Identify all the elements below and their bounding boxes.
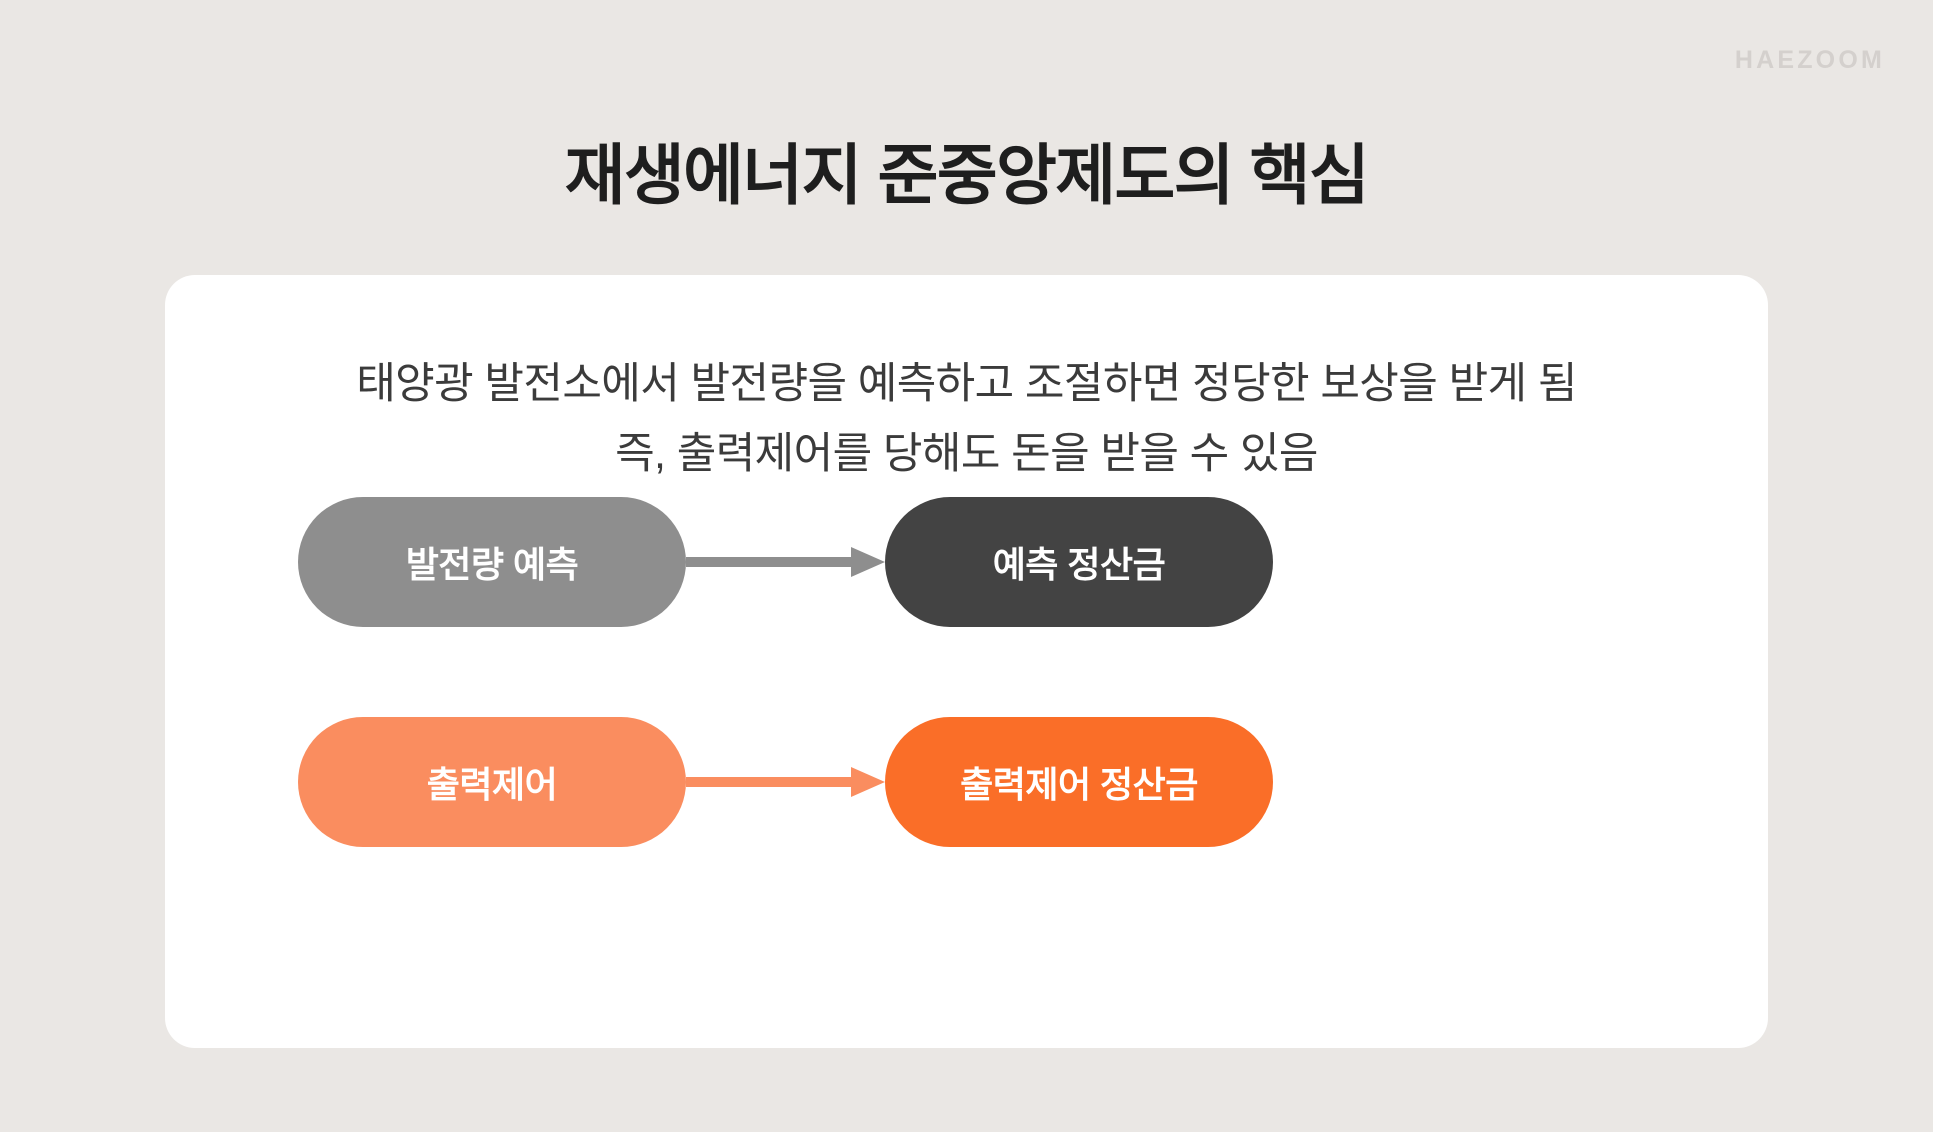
flow-row-prediction: 발전량 예측 예측 정산금 <box>165 497 1768 627</box>
arrow-shaft-icon <box>686 557 854 567</box>
haezoom-logo: HAEZOOM <box>1734 46 1885 74</box>
flow-row-curtailment: 출력제어 출력제어 정산금 <box>165 717 1768 847</box>
summary-line-1: 태양광 발전소에서 발전량을 예측하고 조절하면 정당한 보상을 받게 됨 <box>356 360 1577 408</box>
arrow-shaft-icon <box>686 777 854 787</box>
flow-arrow-prediction <box>686 547 885 577</box>
arrow-head-icon <box>851 767 885 797</box>
flow-arrow-curtailment <box>686 767 885 797</box>
flow-diagram: 발전량 예측 예측 정산금 출력제어 출력제어 정산금 <box>165 497 1768 847</box>
flow-node-source-curtailment[interactable]: 출력제어 <box>298 717 686 847</box>
summary-line-2: 즉, 출력제어를 당해도 돈을 받을 수 있음 <box>615 429 1318 478</box>
content-card: 태양광 발전소에서 발전량을 예측하고 조절하면 정당한 보상을 받게 됨 즉,… <box>165 275 1768 1048</box>
summary-block: 태양광 발전소에서 발전량을 예측하고 조절하면 정당한 보상을 받게 됨 즉,… <box>165 350 1768 489</box>
arrow-head-icon <box>851 547 885 577</box>
page-title: 재생에너지 준중앙제도의 핵심 <box>564 138 1370 213</box>
flow-node-target-prediction[interactable]: 예측 정산금 <box>885 497 1273 627</box>
flow-node-source-prediction[interactable]: 발전량 예측 <box>298 497 686 627</box>
flow-node-target-curtailment[interactable]: 출력제어 정산금 <box>885 717 1273 847</box>
